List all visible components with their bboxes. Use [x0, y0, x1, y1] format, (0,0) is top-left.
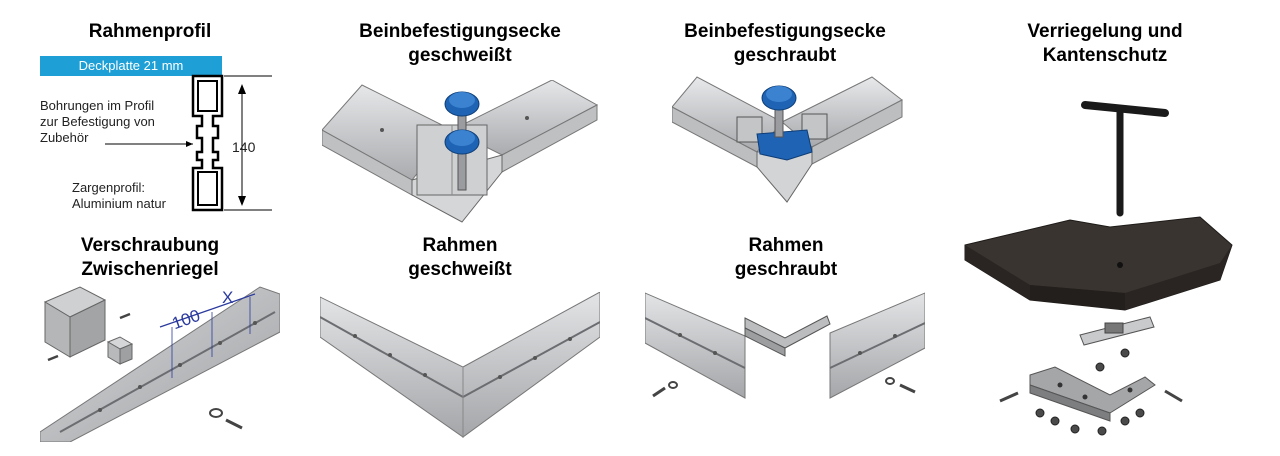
- title-beinbefestigungsecke-geschweisst: Beinbefestigungsecke geschweißt: [359, 21, 561, 66]
- zargenprofil-label: Zargenprofil: Aluminium natur: [72, 180, 166, 211]
- title-verschraubung-zwischenriegel: Verschraubung Zwischenriegel: [80, 235, 220, 280]
- title-rahmen-geschraubt: Rahmen geschraubt: [734, 235, 838, 280]
- title-verriegelung-kantenschutz: Verriegelung und Kantenschutz: [1027, 21, 1183, 66]
- leg-corner-welded-illustration: [322, 80, 599, 223]
- frame-welded-illustration: [320, 292, 600, 438]
- title-rahmen-geschweisst: Rahmen geschweißt: [408, 235, 512, 280]
- bohrungen-label: Bohrungen im Profil zur Befestigung von …: [40, 98, 155, 145]
- locking-and-edge-protection-illustration: [964, 101, 1233, 436]
- profile-cross-section: [105, 74, 272, 212]
- cross-rail-screw-connection-illustration: [40, 286, 280, 442]
- title-rahmenprofil: Rahmenprofil: [88, 21, 212, 42]
- frame-screwed-illustration: [645, 292, 925, 399]
- leg-corner-screwed-illustration: [672, 76, 903, 203]
- deckplatte-label: Deckplatte 21 mm: [40, 56, 222, 76]
- dimension-x: X: [222, 288, 234, 307]
- title-beinbefestigungsecke-geschraubt: Beinbefestigungsecke geschraubt: [684, 21, 886, 66]
- dimension-140: 140: [232, 139, 256, 155]
